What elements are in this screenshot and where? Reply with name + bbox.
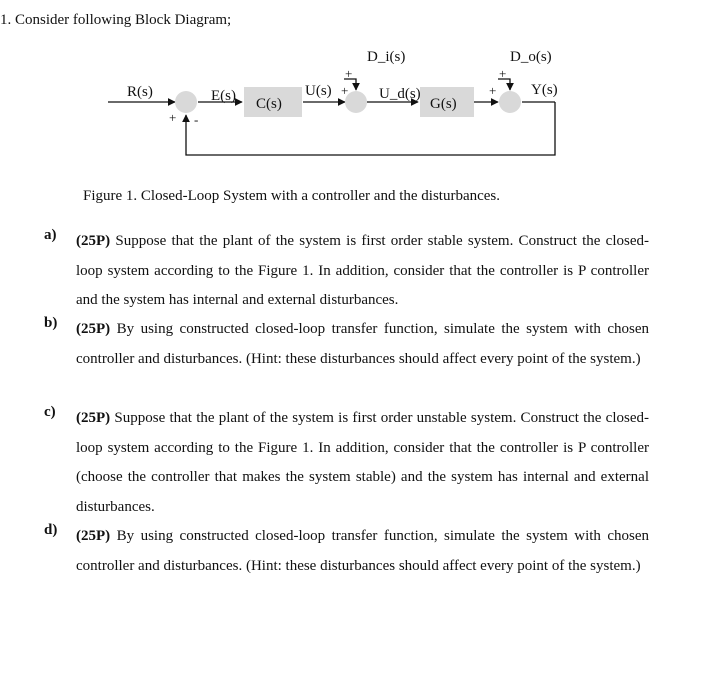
input-disturbance-junction — [345, 91, 367, 113]
input-disturbance-label: D_i(s) — [367, 49, 405, 65]
problem-heading: 1. Consider following Block Diagram; — [0, 12, 232, 28]
question-points: (25P) — [76, 233, 111, 249]
error-label: E(s) — [211, 88, 236, 104]
question-text: By using constructed closed-loop transfe… — [76, 321, 650, 367]
output-label: Y(s) — [531, 82, 558, 98]
question-points: (25P) — [76, 528, 111, 544]
u-plus-sign: + — [341, 83, 348, 98]
disturbed-control-label: U_d(s) — [379, 86, 421, 102]
question-text: Suppose that the plant of the system is … — [76, 410, 649, 515]
question-letter: c) — [44, 404, 56, 420]
output-disturbance-arrow — [498, 78, 514, 91]
question-letter: d) — [44, 522, 58, 538]
controller-label: C(s) — [256, 96, 282, 112]
figure-caption: Figure 1. Closed-Loop System with a cont… — [83, 188, 501, 204]
do-plus-sign: + — [499, 66, 506, 81]
question-letter: a) — [44, 227, 57, 243]
plant-label: G(s) — [430, 96, 457, 112]
question-points: (25P) — [76, 321, 111, 337]
di-plus-sign: + — [345, 66, 352, 81]
output-disturbance-label: D_o(s) — [510, 49, 552, 65]
question-text: By using constructed closed-loop transfe… — [76, 528, 650, 574]
question-points: (25P) — [76, 410, 111, 426]
error-summing-junction — [175, 91, 197, 113]
question-letter: b) — [44, 315, 58, 331]
output-disturbance-junction — [499, 91, 521, 113]
g-plus-sign: + — [489, 83, 496, 98]
feedback-path — [182, 102, 556, 156]
question-d: d) (25P) By using constructed closed-loo… — [44, 522, 649, 581]
input-disturbance-arrow — [344, 78, 360, 91]
feedback-minus-sign: - — [194, 112, 198, 127]
block-diagram: R(s) E(s) C(s) U(s) D_i(s) U_d(s) G(s) D… — [108, 49, 558, 156]
control-signal-label: U(s) — [305, 83, 332, 99]
question-text: Suppose that the plant of the system is … — [76, 233, 649, 308]
ref-plus-sign: + — [169, 110, 176, 125]
question-a: a) (25P) Suppose that the plant of the s… — [44, 227, 649, 316]
reference-label: R(s) — [127, 84, 153, 100]
question-c: c) (25P) Suppose that the plant of the s… — [44, 404, 649, 522]
controller-block — [244, 87, 302, 117]
plant-block — [420, 87, 474, 117]
question-b: b) (25P) By using constructed closed-loo… — [44, 315, 649, 374]
